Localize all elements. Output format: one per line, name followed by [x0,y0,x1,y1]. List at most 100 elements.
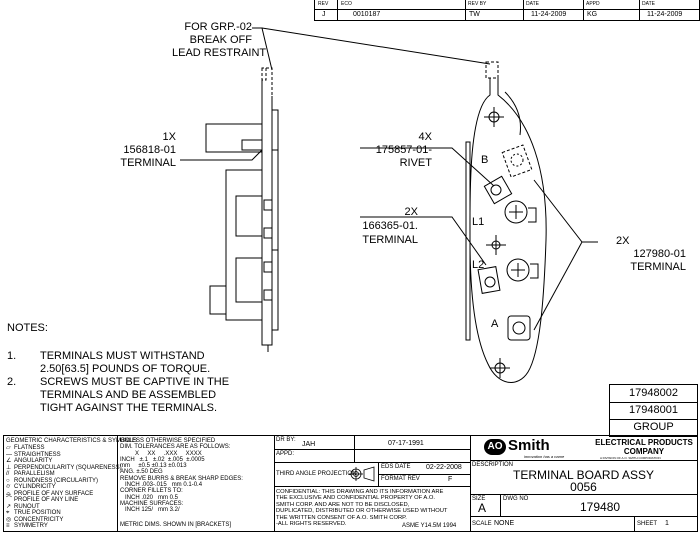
note-2-line-2: TERMINALS AND BE ASSEMBLED [40,389,217,401]
gdt-symbol-icon: ≡ [6,523,10,529]
gdt-item: ⌓PROFILE OF ANY SURFACE [6,491,122,498]
description: TERMINAL BOARD ASSY 0056 [470,469,697,493]
tolerance-line [120,514,243,520]
scale-label: SCALE [472,521,492,527]
terminal-2x-right-qty: 2X [616,235,630,247]
confidential-line: -ALL RIGHTS RESERVED. [276,521,347,528]
terminal-1x-qty: 1X [162,131,176,143]
rev-value: J [322,11,326,18]
eds-date-value: 02-22-2008 [426,464,462,471]
confidential-line: SMITH CORP. AND ARE NOT TO BE DISCLOSED, [276,501,410,508]
leader-lines [180,27,598,331]
asme-standard: ASME Y14.5M 1994 [402,523,457,529]
gdt-item: ▱FLATNESS [6,445,122,452]
gdt-symbol-icon: ⌭ [6,484,11,490]
company-name: ELECTRICAL PRODUCTS COMPANY [594,438,694,456]
gdt-item-label: ANGULARITY [14,458,53,464]
terminal-2x-left-callout: 2X 166365-01. TERMINAL [338,205,418,247]
group-row-2: 17948001 [610,402,697,420]
dr-date: 07-17-1991 [388,440,424,447]
logo-tagline: innovation has a name [524,454,565,459]
gdt-symbol-icon: ⌓ [6,490,11,497]
ao-smith-logo: AO Smith innovation has a name [484,437,580,459]
note-2-line-3: TIGHT AGAINST THE TERMINALS. [40,402,218,414]
confidential-line: THE WRITTEN CONSENT OF A.O. SMITH CORP. [276,514,407,521]
sheet-label: SHEET [637,521,658,527]
gdt-item-label: CYLINDRICITY [14,484,56,490]
confidential-line: THE EXCLUSIVE AND CONFIDENTIAL PROPERTY … [276,495,436,502]
gdt-item: ◎CONCENTRICITY [6,517,122,524]
gdt-symbol-icon: ∠ [6,458,12,464]
grp02-callout: FOR GRP.-02 BREAK OFF LEAD RESTRAINT [172,21,267,60]
gdt-symbol-icon: ⌒ [6,497,13,503]
gdt-item-label: CONCENTRICITY [14,516,64,523]
company-line-2: COMPANY [623,447,665,456]
rivet-qty: 4X [418,131,432,143]
note-1-number: 1. [7,350,17,362]
grp02-line1: FOR GRP.-02 [184,21,252,33]
terminal-label-b: B [481,154,489,166]
gdt-item: —STRAIGHTNESS [6,452,122,459]
tolerance-line: INCH 125/ mm 3.2/ [120,507,180,514]
gdt-symbol-icon: ⊥ [6,464,12,471]
tolerance-line: INCH .020 mm 0.5 [120,494,179,501]
front-view [465,61,547,383]
company-block: AO Smith innovation has a name ELECTRICA… [470,436,697,531]
gdt-item-label: SYMMETRY [14,523,48,529]
appd-date-value: 11-24-2009 [647,11,683,18]
tolerance-line: INCH .003-.015 mm 0.1-0.4 [120,482,203,489]
gdt-item-label: PROFILE OF ANY SURFACE [14,490,94,497]
gdt-item-label: ROUNDNESS (CIRCULARITY) [14,477,99,484]
eco-value: 0010187 [353,11,381,18]
date-value: 11-24-2009 [531,11,567,18]
rivet-4x-callout: 4X 175857-01- RIVET [346,131,432,170]
gdt-item-label: FLATNESS [14,445,45,451]
gdt-symbol-icon: ▱ [6,445,11,451]
tolerance-line: MACHINE SURFACES: [120,500,184,507]
tolerance-line: X XX .XXX XXXX [120,450,202,457]
gdt-symbol-icon: ◎ [6,516,12,523]
grp02-line3: LEAD RESTRAINT [172,47,267,59]
format-rev-value: F [448,476,453,483]
description-label: DESCRIPTION [472,462,514,468]
gdt-symbol-icon: ↗ [6,503,12,510]
appd-date-header: DATE [642,1,655,7]
gdt-legend: GEOMETRIC CHARACTERISTICS & SYMBOLS ▱FLA… [4,436,137,531]
tolerance-line: UNLESS OTHERWISE SPECIFIED [120,438,216,444]
projection-label: THIRD ANGLE PROJECTION [276,471,357,477]
grp02-line2: BREAK OFF [189,34,252,46]
group-row-1: 17948002 [610,385,697,403]
notes-title: NOTES: [7,322,48,334]
size-label: SIZE [472,496,486,502]
eds-date-label: EDS DATE [381,464,411,470]
gdt-item: ○ROUNDNESS (CIRCULARITY) [6,478,122,485]
terminal-1x-desc: TERMINAL [120,157,176,169]
rivet-part: 175857-01- [375,144,432,156]
terminal-2x-right-callout: 2X 127980-01 TERMINAL [600,235,686,274]
tolerance-line: ANG. ±.50 DEG [120,469,163,476]
description-line-1: TERMINAL BOARD ASSY [513,468,654,482]
tolerance-line: DIM. TOLERANCES ARE AS FOLLOWS: [120,444,231,451]
size-value: A [478,501,487,515]
gdt-item: ⌒PROFILE OF ANY LINE [6,497,122,504]
appd-value: KG [587,11,598,18]
format-rev-label: FORMAT REV [381,476,420,482]
side-view [205,67,279,352]
tolerance-line: CORNER FILLETS TO: [120,488,183,495]
terminal-2x-left-part: 166365-01. [362,220,418,232]
dr-by-label: DR BY: [276,437,296,443]
gdt-symbol-icon: ⌖ [6,510,10,516]
gdt-list: ▱FLATNESS—STRAIGHTNESS∠ANGULARITY⊥PERPEN… [6,445,122,530]
note-2-line-1: SCREWS MUST BE CAPTIVE IN THE [40,376,230,388]
approval-block: DR BY: JAH 07-17-1991 APPD: THIRD ANGLE … [274,436,471,531]
gdt-item-label: STRAIGHTNESS [14,451,61,458]
appd-label: APPD: [276,451,295,457]
metric-note: METRIC DIMS. SHOWN IN [BRACKETS] [120,522,232,528]
company-line-1: ELECTRICAL PRODUCTS [595,438,693,447]
gdt-item-label: RUNOUT [14,503,40,510]
terminal-label-l2: L2 [472,259,485,271]
rivet-desc: RIVET [399,157,432,169]
sheet-value: 1 [665,520,669,527]
gdt-item: ⌖TRUE POSITION [6,510,122,517]
